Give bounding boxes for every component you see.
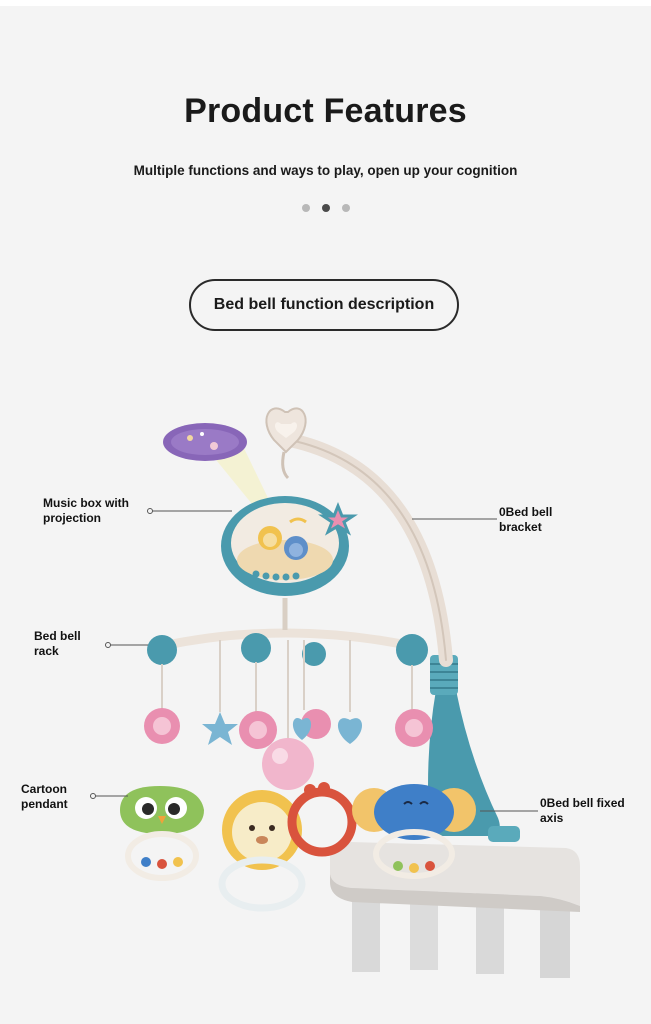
callout-music-box: Music box with projection bbox=[43, 496, 129, 526]
lion-pendant bbox=[218, 790, 306, 912]
projection bbox=[163, 423, 268, 504]
callout-rack: Bed bell rack bbox=[34, 629, 81, 659]
callout-lines bbox=[90, 508, 538, 812]
callout-music-box-line2: projection bbox=[43, 511, 102, 525]
callout-bracket-line2: bracket bbox=[499, 520, 542, 534]
callout-bracket-line1: 0Bed bell bbox=[499, 505, 553, 519]
top-strip bbox=[0, 0, 651, 6]
heart-ornament bbox=[337, 718, 363, 744]
flower-ornaments bbox=[144, 708, 433, 749]
carousel-dots bbox=[0, 204, 651, 212]
page-subtitle: Multiple functions and ways to play, ope… bbox=[133, 163, 518, 178]
crib-rail bbox=[330, 842, 580, 978]
bed-bell-illustration bbox=[90, 407, 580, 978]
heart-top bbox=[265, 407, 307, 480]
callout-axis-line2: axis bbox=[540, 811, 564, 825]
callout-axis: 0Bed bell fixed axis bbox=[540, 796, 625, 826]
elephant-pendant bbox=[352, 784, 476, 879]
function-description-button[interactable]: Bed bell function description bbox=[189, 279, 459, 331]
bed-bell-rack bbox=[147, 598, 428, 666]
callout-rack-line2: rack bbox=[34, 644, 59, 658]
callout-pendant-line1: Cartoon bbox=[21, 782, 67, 796]
star-ornament bbox=[202, 712, 238, 745]
page-title: Product Features bbox=[184, 92, 467, 130]
callout-pendant-line2: pendant bbox=[21, 797, 68, 811]
callout-pendant: Cartoon pendant bbox=[21, 782, 68, 812]
owl-pendant bbox=[120, 786, 204, 881]
crab-pendant bbox=[287, 782, 357, 857]
callout-bracket: 0Bed bell bracket bbox=[499, 505, 552, 535]
hanging-strings bbox=[161, 640, 413, 740]
carousel-dot-1[interactable] bbox=[301, 204, 310, 212]
callout-axis-line1: 0Bed bell fixed bbox=[540, 796, 625, 810]
music-box bbox=[221, 496, 358, 596]
callout-music-box-line1: Music box with bbox=[43, 496, 130, 510]
carousel-dot-2[interactable] bbox=[321, 204, 330, 212]
callout-rack-line1: Bed bell bbox=[34, 629, 81, 643]
pink-ball bbox=[262, 738, 314, 790]
carousel-dot-3[interactable] bbox=[341, 204, 350, 212]
